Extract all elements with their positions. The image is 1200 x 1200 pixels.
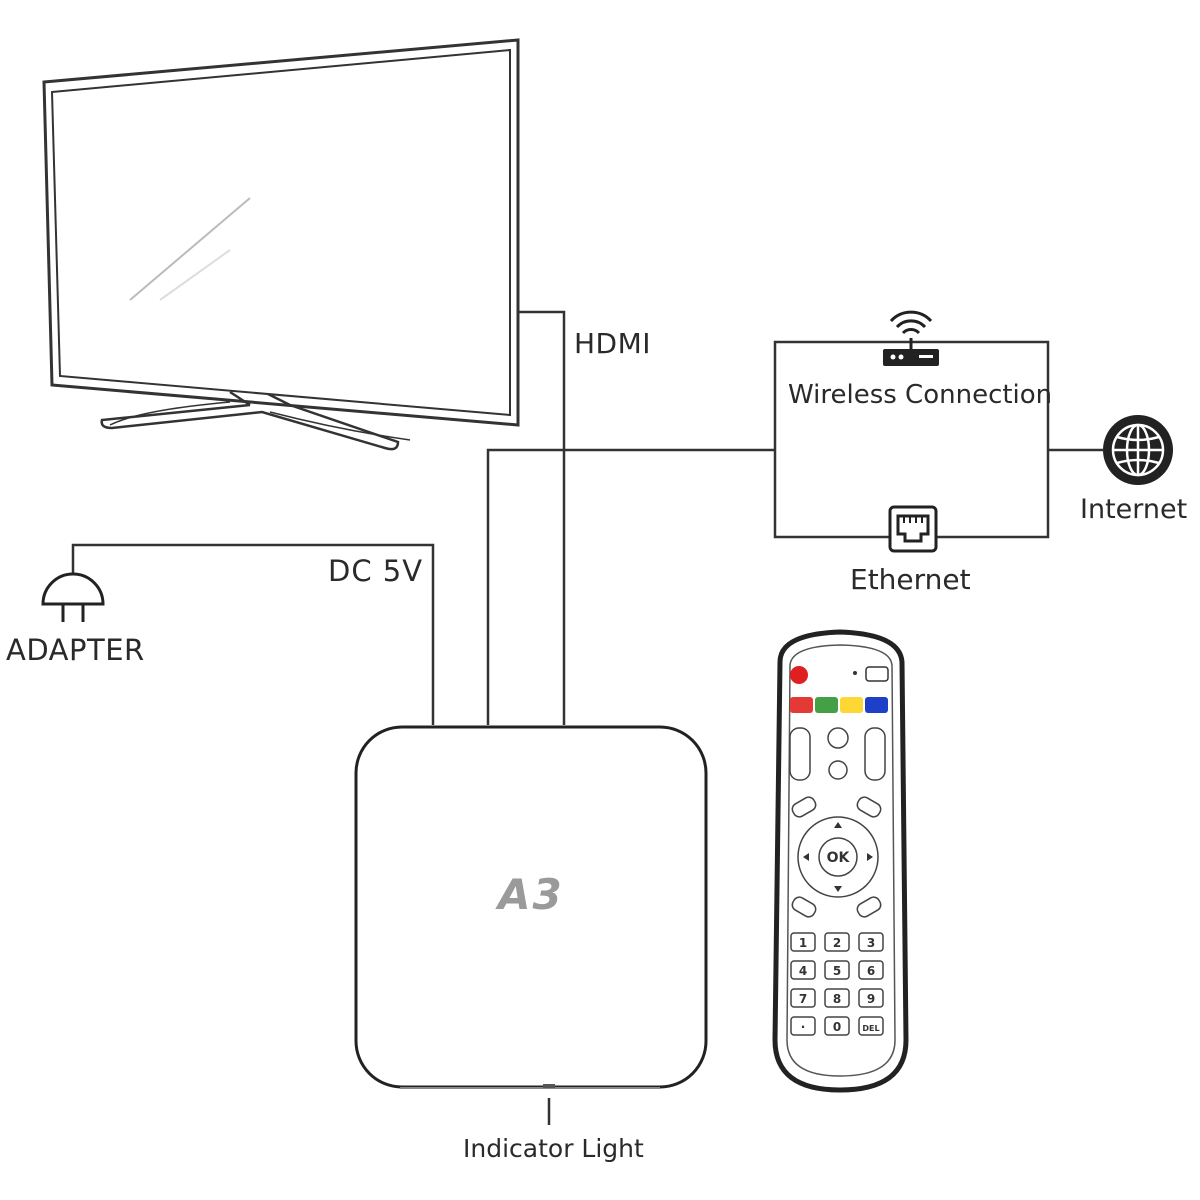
- ethernet-label: Ethernet: [850, 563, 971, 596]
- color-key: [815, 697, 838, 713]
- power-plug-icon: [41, 572, 105, 622]
- remote-buttons: [789, 727, 886, 918]
- set-top-box: [354, 725, 708, 1089]
- wifi-router-icon: [883, 310, 939, 366]
- numpad-key-label: 7: [799, 992, 807, 1006]
- numpad-key: 1: [790, 932, 816, 952]
- color-key: [790, 697, 813, 713]
- numpad-key: 8: [824, 988, 850, 1008]
- numpad-key: 5: [824, 960, 850, 980]
- power-key: [790, 666, 808, 684]
- remote-control-icon: OK 1 2 3 4 5 6 7 8 9 · 0 DEL: [772, 629, 909, 1093]
- numpad-key: 6: [858, 960, 884, 980]
- numpad-key-label: DEL: [862, 1024, 879, 1033]
- numpad-key-label: 0: [833, 1020, 841, 1034]
- numpad-key-label: 1: [799, 936, 807, 950]
- tv-icon: [42, 38, 520, 451]
- numpad-key-label: ·: [801, 1020, 806, 1034]
- numpad-key-label: 4: [799, 964, 807, 978]
- hdmi-cable: [518, 310, 566, 725]
- ok-key-label: OK: [827, 850, 851, 866]
- numpad-key-label: 2: [833, 936, 841, 950]
- dc-cable: [71, 543, 435, 725]
- numpad-key-label: 9: [867, 992, 875, 1006]
- internet-label: Internet: [1080, 494, 1188, 525]
- device-model-label: A3: [498, 870, 564, 919]
- wireless-connection-label: Wireless Connection: [788, 380, 1053, 410]
- color-key: [840, 697, 863, 713]
- color-key: [865, 697, 888, 713]
- numpad-key: 4: [790, 960, 816, 980]
- numpad-key-label: 3: [867, 936, 875, 950]
- numpad-key: ·: [790, 1016, 816, 1036]
- globe-icon: [1103, 415, 1173, 485]
- indicator-light-label: Indicator Light: [463, 1134, 644, 1163]
- hdmi-label: HDMI: [574, 327, 652, 360]
- numpad-key: 2: [824, 932, 850, 952]
- numpad-key: DEL: [858, 1016, 884, 1036]
- ethernet-port-icon: [888, 505, 938, 553]
- numpad-key: 9: [858, 988, 884, 1008]
- network-cable: [486, 448, 775, 725]
- numpad-key-label: 6: [867, 964, 875, 978]
- numpad-key: 3: [858, 932, 884, 952]
- numpad-key: 0: [824, 1016, 850, 1036]
- dc-5v-label: DC 5V: [328, 554, 424, 588]
- numpad-key: 7: [790, 988, 816, 1008]
- numpad-key-label: 8: [833, 992, 841, 1006]
- numpad-key-label: 5: [833, 964, 841, 978]
- adapter-label: ADAPTER: [6, 633, 145, 667]
